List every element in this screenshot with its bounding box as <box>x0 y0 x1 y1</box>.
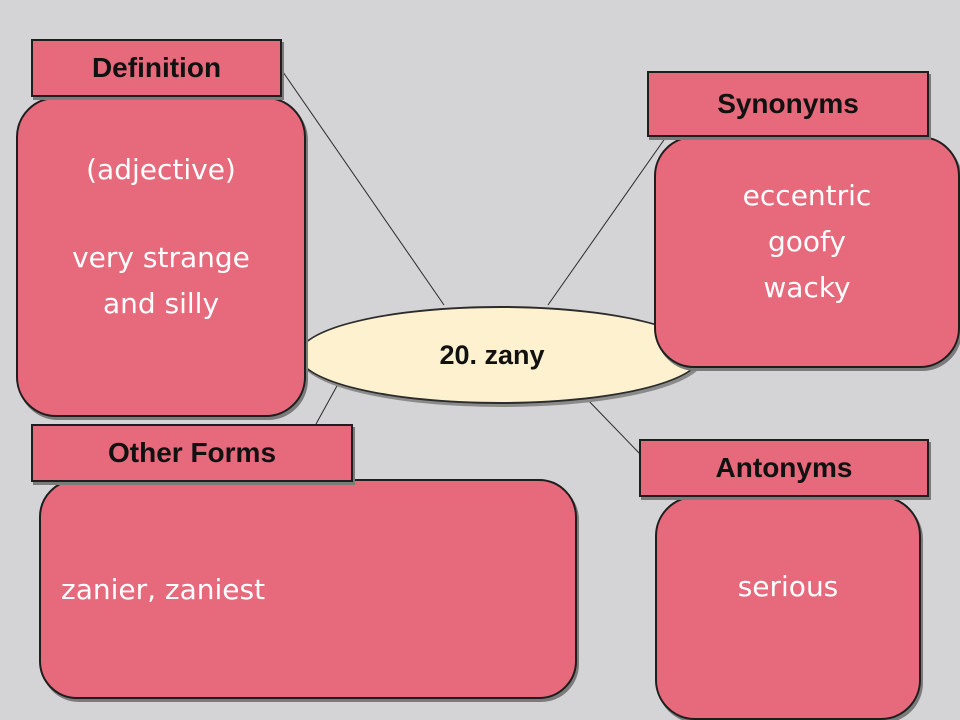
other-forms-label: Other Forms <box>31 424 353 482</box>
center-word: 20. zany <box>439 339 545 370</box>
synonym-item-2: goofy <box>768 225 846 258</box>
definition-label: Definition <box>31 39 282 97</box>
center-word-ellipse: 20. zany <box>298 306 702 404</box>
synonyms-label: Synonyms <box>647 71 929 137</box>
definition-part-of-speech: (adjective) <box>86 153 236 186</box>
connector-antonyms <box>583 395 643 457</box>
synonym-item-1: eccentric <box>742 179 872 212</box>
antonym-item-1: serious <box>737 570 839 603</box>
antonyms-label: Antonyms <box>639 439 929 497</box>
antonyms-box: serious <box>655 496 921 720</box>
definition-meaning-line-1: very strange <box>72 241 250 274</box>
connector-synonyms <box>547 136 667 306</box>
synonym-item-3: wacky <box>763 271 851 304</box>
definition-meaning-line-2: and silly <box>102 287 220 320</box>
connector-definition <box>282 71 445 306</box>
other-forms-text: zanier, zaniest <box>61 573 266 606</box>
other-forms-box: zanier, zaniest <box>39 479 577 699</box>
synonyms-box: eccentric goofy wacky <box>654 136 960 368</box>
definition-box: (adjective) very strange and silly <box>16 97 306 417</box>
